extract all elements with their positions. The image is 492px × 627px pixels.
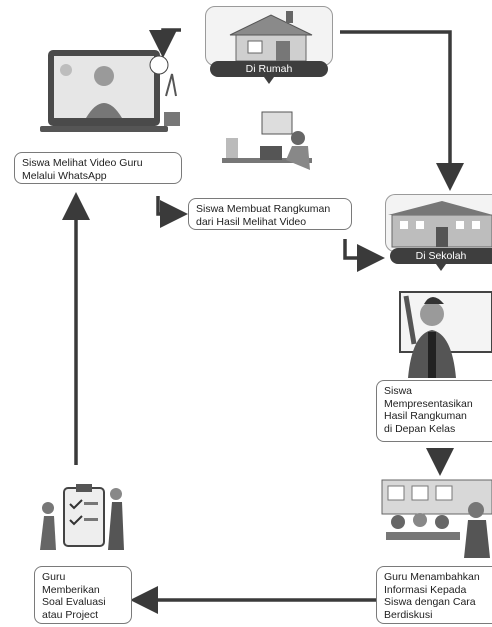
step-discuss-line4: Berdiskusi (384, 608, 433, 621)
step-discuss-line2: Informasi Kepada (384, 583, 467, 596)
step-present-line4: di Depan Kelas (384, 422, 456, 435)
arrow-home-to-school (340, 30, 464, 191)
step-present: Siswa Mempresentasikan Hasil Rangkuman d… (376, 380, 492, 442)
step-discuss: Guru Menambahkan Informasi Kepada Siswa … (376, 566, 492, 624)
step-present-line3: Hasil Rangkuman (384, 410, 467, 422)
step-discuss-line1: Guru Menambahkan (384, 571, 480, 583)
step-evaluate-line3: Soal Evaluasi (42, 596, 106, 608)
video-call-illustration (26, 30, 186, 138)
step-summarize-line2: dari Hasil Melihat Video (196, 215, 307, 228)
arrow-video-to-summary (156, 196, 188, 228)
presenter-icon (399, 291, 492, 378)
study-illustration (212, 110, 320, 186)
step-watch-video-line2: Melalui WhatsApp (22, 169, 107, 182)
classroom-illustration (378, 474, 492, 558)
school-building-icon (388, 201, 492, 248)
home-tag: Di Rumah (210, 61, 328, 77)
classroom-icon (381, 479, 492, 558)
step-evaluate-line2: Memberikan (42, 583, 100, 596)
student-desk-icon (222, 111, 312, 170)
house-icon (229, 11, 313, 62)
laptop-icon (40, 50, 180, 132)
home-tag-pointer (264, 77, 274, 84)
school-illustration (385, 194, 492, 252)
home-illustration (205, 6, 333, 66)
step-evaluate: Guru Memberikan Soal Evaluasi atau Proje… (34, 566, 132, 624)
arrow-home-to-video (149, 28, 181, 58)
step-watch-video: Siswa Melihat Video Guru Melalui WhatsAp… (14, 152, 182, 184)
presenter-illustration (390, 280, 492, 378)
step-evaluate-line1: Guru (42, 571, 66, 583)
school-tag: Di Sekolah (390, 248, 492, 264)
step-evaluate-line4: atau Project (42, 608, 99, 621)
school-tag-pointer (436, 264, 446, 271)
step-watch-video-line1: Siswa Melihat Video Guru (22, 157, 143, 169)
step-present-line2: Mempresentasikan (384, 397, 473, 410)
step-summarize: Siswa Membuat Rangkuman dari Hasil Melih… (188, 198, 352, 230)
step-present-line1: Siswa (384, 385, 413, 397)
step-summarize-line1: Siswa Membuat Rangkuman (196, 203, 331, 215)
evaluation-illustration (34, 474, 130, 558)
clipboard-team-icon (40, 484, 124, 550)
arrow-summary-to-school (343, 239, 385, 272)
step-discuss-line3: Siswa dengan Cara (384, 596, 476, 608)
